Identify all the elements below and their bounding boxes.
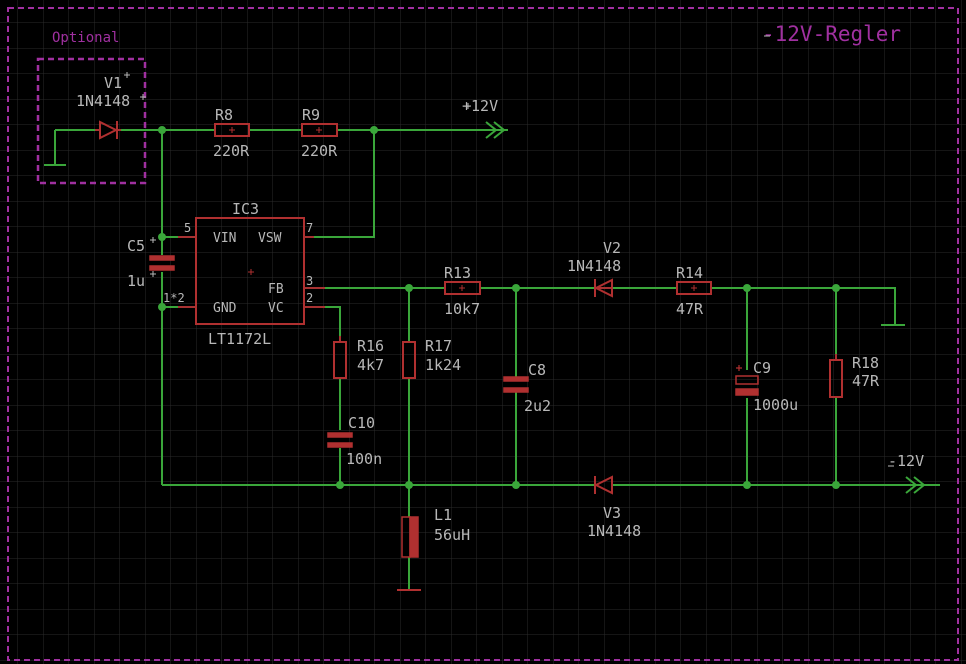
ic3-pin-gnd: GND [213, 301, 237, 316]
diode-v3[interactable] [593, 475, 613, 495]
ic3-pinnum-vsw: 7 [306, 221, 313, 235]
resistor-r14[interactable] [676, 281, 712, 295]
r14-name: R14 [676, 264, 703, 282]
r18-value: 47R [852, 372, 880, 390]
resistor-r9[interactable] [301, 123, 338, 137]
v1-value: 1N4148 [76, 92, 130, 110]
l1-name: L1 [434, 506, 452, 524]
minus12-net-label: -12V [888, 452, 924, 470]
v2-name: V2 [603, 239, 621, 257]
optional-box [36, 57, 147, 185]
r9-name: R9 [302, 106, 320, 124]
c5-value: 1u [127, 272, 145, 290]
v3-name: V3 [603, 504, 621, 522]
capacitor-c10[interactable] [327, 432, 353, 448]
resistor-r17[interactable] [402, 341, 416, 379]
diode-v2[interactable] [593, 278, 613, 298]
c5-name: C5 [127, 237, 145, 255]
plus12-net-arrow [485, 121, 506, 139]
ic3-name: IC3 [232, 200, 259, 218]
ic3-pin-vc: VC [268, 301, 284, 316]
resistor-r8[interactable] [214, 123, 250, 137]
r8-value: 220R [213, 142, 250, 160]
resistor-r18[interactable] [829, 354, 843, 398]
c9-value: 1000u [753, 396, 798, 414]
v3-value: 1N4148 [587, 522, 641, 540]
r13-name: R13 [444, 264, 471, 282]
origin-markers [124, 35, 894, 467]
resistor-r13[interactable] [444, 281, 481, 295]
inductor-l1[interactable] [401, 516, 419, 558]
capacitor-c5[interactable] [149, 255, 175, 271]
r16-name: R16 [357, 337, 384, 355]
ic3-pinnum-fb: 3 [306, 274, 313, 288]
diode-v1[interactable] [95, 120, 121, 140]
sheet-title: -12V-Regler [762, 22, 901, 46]
minus12-net-arrow [905, 476, 926, 494]
ic3-pinnum-gnd: 1*2 [163, 291, 185, 305]
ic3-pinnum-vc: 2 [306, 291, 313, 305]
v1-name: V1 [104, 74, 122, 92]
c9-name: C9 [753, 359, 771, 377]
c10-name: C10 [348, 414, 375, 432]
capacitor-c9[interactable] [735, 365, 759, 396]
junction-dots [158, 126, 840, 489]
ic3-pin-fb: FB [268, 282, 284, 297]
r14-value: 47R [676, 300, 704, 318]
ic3-pin-vsw: VSW [258, 231, 282, 246]
r8-name: R8 [215, 106, 233, 124]
v2-value: 1N4148 [567, 257, 621, 275]
l1-value: 56uH [434, 526, 470, 544]
r17-value: 1k24 [425, 356, 461, 374]
capacitor-c8[interactable] [503, 376, 529, 393]
c8-value: 2u2 [524, 397, 551, 415]
plus12-net-label: +12V [462, 97, 498, 115]
ic3-pin-vin: VIN [213, 231, 236, 246]
r18-name: R18 [852, 354, 879, 372]
r13-value: 10k7 [444, 300, 480, 318]
resistor-r16[interactable] [333, 336, 347, 379]
r16-value: 4k7 [357, 356, 384, 374]
optional-label: Optional [52, 30, 119, 46]
ic3-pinnum-vin: 5 [184, 221, 191, 235]
ic3-part: LT1172L [208, 330, 271, 348]
ic3-symbol[interactable] [178, 217, 325, 325]
r9-value: 220R [301, 142, 338, 160]
c8-name: C8 [528, 361, 546, 379]
c10-value: 100n [346, 450, 382, 468]
r17-name: R17 [425, 337, 452, 355]
sheet-frame [7, 7, 959, 661]
